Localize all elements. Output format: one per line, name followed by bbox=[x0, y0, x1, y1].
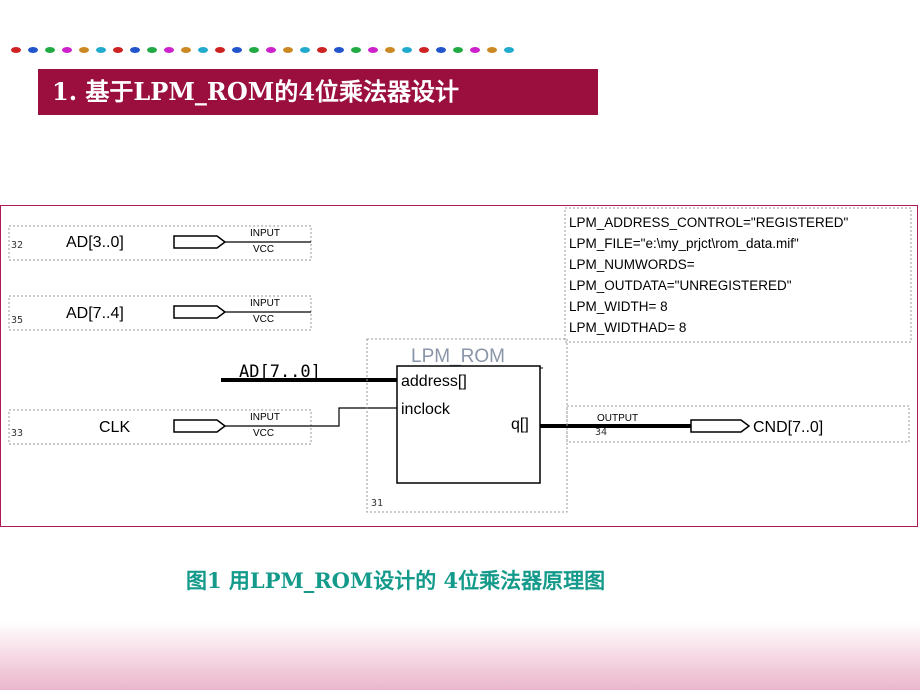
decorative-dot bbox=[487, 47, 497, 53]
rom-port-q: q[] bbox=[511, 416, 529, 433]
pin-supply-label: VCC bbox=[253, 244, 274, 255]
decorative-dot bbox=[283, 47, 293, 53]
rom-name: LPM_ROM bbox=[411, 346, 505, 367]
schematic-diagram: 32 AD[3..0] INPUT VCC 35 AD[7..4] INPUT … bbox=[0, 205, 918, 527]
pin-supply-label: VCC bbox=[253, 314, 274, 325]
decorative-dot bbox=[79, 47, 89, 53]
input-pin-symbol bbox=[173, 419, 227, 433]
pin-name: CND[7..0] bbox=[753, 419, 823, 436]
decorative-dot bbox=[164, 47, 174, 53]
rom-number: 31 bbox=[371, 498, 383, 509]
parameter-line: LPM_WIDTH= 8 bbox=[569, 299, 668, 314]
decorative-dot-row bbox=[11, 47, 514, 53]
decorative-dot bbox=[334, 47, 344, 53]
decorative-dot bbox=[198, 47, 208, 53]
input-pin-symbol bbox=[173, 235, 227, 249]
decorative-dot bbox=[130, 47, 140, 53]
input-pin-ad-3-0[interactable]: 32 AD[3..0] INPUT VCC bbox=[8, 225, 312, 261]
decorative-dot bbox=[351, 47, 361, 53]
decorative-dot bbox=[419, 47, 429, 53]
clock-wire bbox=[225, 407, 397, 427]
decorative-dot bbox=[368, 47, 378, 53]
lpm-rom-block[interactable]: LPM_ROM address[] inclock q[] 31 bbox=[366, 338, 568, 513]
bus-label: AD[7..0] bbox=[239, 362, 321, 382]
decorative-dot bbox=[453, 47, 463, 53]
decorative-dot bbox=[96, 47, 106, 53]
parameter-line: LPM_NUMWORDS= bbox=[569, 257, 695, 272]
output-pin-cnd-7-0[interactable]: OUTPUT 34 CND[7..0] bbox=[566, 405, 910, 443]
decorative-dot bbox=[402, 47, 412, 53]
pin-supply-label: VCC bbox=[253, 428, 274, 439]
parameter-line: LPM_FILE="e:\my_prjct\rom_data.mif" bbox=[569, 236, 799, 251]
decorative-dot bbox=[317, 47, 327, 53]
input-pin-symbol bbox=[173, 305, 227, 319]
pin-number: 34 bbox=[595, 427, 607, 438]
decorative-dot bbox=[45, 47, 55, 53]
output-pin-symbol bbox=[690, 419, 751, 433]
decorative-dot bbox=[470, 47, 480, 53]
parameter-line: LPM_WIDTHAD= 8 bbox=[569, 320, 686, 335]
decorative-dot bbox=[436, 47, 446, 53]
pin-number: 32 bbox=[11, 240, 23, 251]
pin-type-label: INPUT bbox=[250, 412, 280, 423]
pin-name: AD[3..0] bbox=[66, 234, 124, 251]
parameter-box: LPM_ADDRESS_CONTROL="REGISTERED" LPM_FIL… bbox=[564, 207, 912, 343]
pin-name: CLK bbox=[99, 419, 130, 436]
pin-number: 33 bbox=[11, 428, 23, 439]
decorative-dot bbox=[62, 47, 72, 53]
decorative-dot bbox=[232, 47, 242, 53]
parameter-line: LPM_ADDRESS_CONTROL="REGISTERED" bbox=[569, 215, 848, 230]
decorative-dot bbox=[385, 47, 395, 53]
decorative-bottom-band bbox=[0, 622, 920, 690]
decorative-dot bbox=[181, 47, 191, 53]
pin-number: 35 bbox=[11, 315, 23, 326]
decorative-dot bbox=[113, 47, 123, 53]
rom-body bbox=[396, 365, 541, 484]
decorative-dot bbox=[147, 47, 157, 53]
slide-title: 1. 基于LPM_ROM的4位乘法器设计 bbox=[38, 69, 598, 115]
pin-type-label: INPUT bbox=[250, 298, 280, 309]
decorative-dot bbox=[28, 47, 38, 53]
parameter-line: LPM_OUTDATA="UNREGISTERED" bbox=[569, 278, 792, 293]
pin-type-label: OUTPUT bbox=[597, 413, 638, 424]
rom-port-inclock: inclock bbox=[401, 401, 451, 418]
pin-name: AD[7..4] bbox=[66, 305, 124, 322]
decorative-dot bbox=[300, 47, 310, 53]
decorative-dot bbox=[266, 47, 276, 53]
decorative-dot bbox=[249, 47, 259, 53]
figure-caption: 图1 用LPM_ROM设计的 4位乘法器原理图 bbox=[186, 568, 606, 593]
decorative-dot bbox=[504, 47, 514, 53]
input-pin-ad-7-4[interactable]: 35 AD[7..4] INPUT VCC bbox=[8, 295, 312, 331]
pin-type-label: INPUT bbox=[250, 228, 280, 239]
decorative-dot bbox=[215, 47, 225, 53]
input-pin-clk[interactable]: 33 CLK INPUT VCC bbox=[8, 409, 312, 445]
rom-port-address: address[] bbox=[401, 373, 467, 390]
decorative-dot bbox=[11, 47, 21, 53]
